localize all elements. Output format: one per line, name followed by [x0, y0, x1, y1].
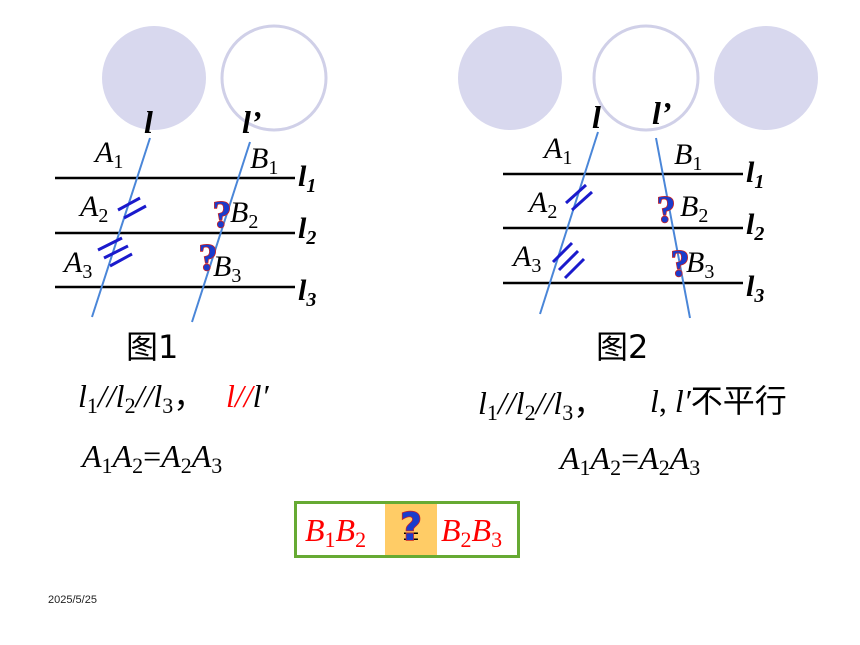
result-rhs: B2B3 — [441, 512, 503, 552]
figure-2-caption: 图2 — [596, 328, 649, 366]
line-l-prime-label: l’ — [652, 95, 672, 131]
equal-segment-ticks — [97, 196, 147, 268]
decor-circle — [220, 24, 328, 132]
point-b2: B2 — [680, 190, 708, 227]
transversal-l — [91, 137, 151, 318]
line-l-label: l — [592, 99, 601, 135]
figure-1-line-condition: l//l′ — [226, 378, 269, 414]
point-a3: A3 — [62, 246, 92, 283]
point-b3: B3 — [213, 250, 241, 287]
transversal-l-prime — [655, 137, 691, 319]
question-mark-icon: ? — [671, 243, 690, 285]
question-mark-icon: ? — [400, 505, 422, 549]
result-box: B1B2 = ? B2B3 — [294, 501, 520, 558]
result-highlight — [385, 504, 437, 555]
equal-segment-ticks — [551, 183, 594, 280]
question-mark-icon: ? — [213, 194, 232, 236]
result-symbol: = ? — [399, 504, 423, 553]
transversal-l-prime — [191, 141, 251, 323]
label-l2: l2 — [298, 212, 316, 249]
question-mark-icon: ? — [199, 237, 218, 279]
line-l-prime-label: l’ — [242, 104, 262, 140]
line-l-label: l — [144, 104, 153, 140]
figure-2: l l’ A1 A2 A3 B1 B2 B3 ? ? l1 l2 l3 — [503, 95, 764, 319]
decor-circle — [592, 24, 700, 132]
result-lhs: B1B2 — [305, 512, 367, 552]
decor-circle — [458, 26, 562, 130]
figure-2-parallel-condition: l1//l2//l3， — [478, 385, 606, 425]
label-l2: l2 — [746, 208, 764, 245]
transversal-l — [539, 131, 599, 315]
figure-1-equation: A1A2=A2A3 — [82, 438, 223, 478]
point-a2: A2 — [527, 186, 557, 223]
figure-1: l l’ A1 A2 A3 B1 B2 B3 ? ? l1 l2 l3 — [55, 104, 316, 323]
point-a3: A3 — [511, 240, 541, 277]
label-l1: l1 — [298, 160, 316, 197]
point-b2: B2 — [230, 196, 258, 233]
label-l1: l1 — [746, 156, 764, 193]
decor-circle — [714, 26, 818, 130]
label-l3: l3 — [298, 274, 316, 311]
point-a2: A2 — [78, 190, 108, 227]
figure-2-equation: A1A2=A2A3 — [560, 440, 701, 480]
decor-circle — [102, 26, 206, 130]
svg-text:=: = — [403, 520, 420, 553]
figure-2-line-condition: l, l′不平行 — [650, 382, 787, 420]
figure-1-caption: 图1 — [126, 328, 179, 366]
point-b1: B1 — [674, 138, 702, 175]
point-b1: B1 — [250, 142, 278, 179]
slide-date: 2025/5/25 — [48, 594, 97, 606]
figure-1-parallel-condition: l1//l2//l3， — [78, 378, 206, 418]
point-a1: A1 — [542, 132, 572, 169]
point-a1: A1 — [93, 136, 123, 173]
question-mark-icon: ? — [657, 189, 676, 231]
label-l3: l3 — [746, 270, 764, 307]
point-b3: B3 — [686, 246, 714, 283]
